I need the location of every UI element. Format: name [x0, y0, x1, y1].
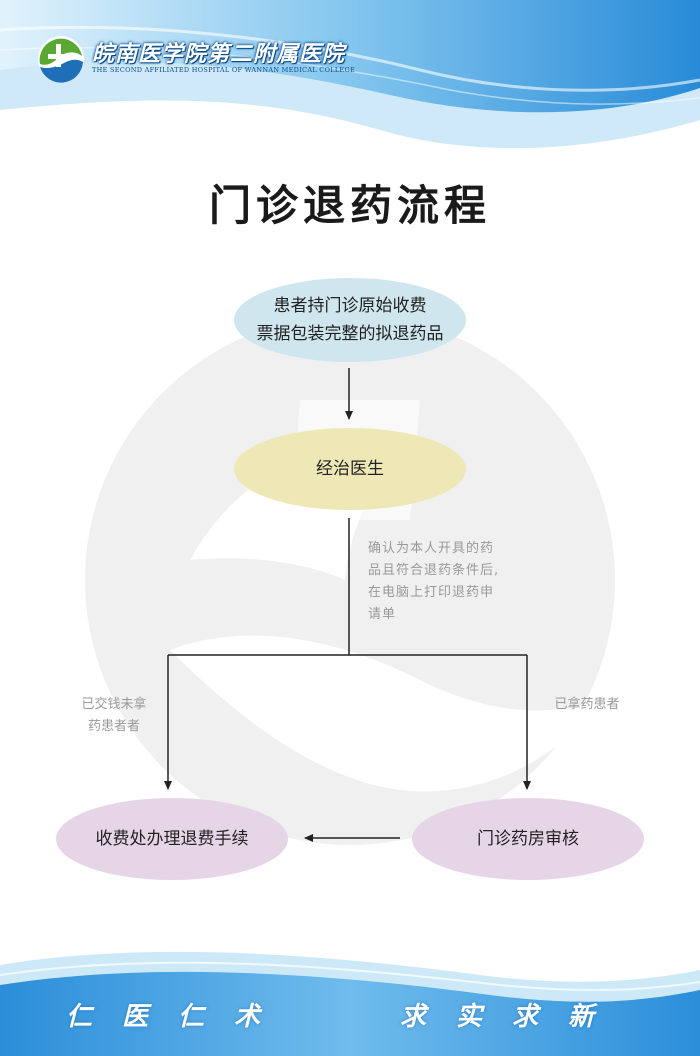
not-taken-note-line: 已交钱未拿: [81, 697, 147, 712]
cashier-node: 收费处办理退费手续: [56, 798, 288, 880]
cashier-node-label: 收费处办理退费手续: [95, 829, 249, 849]
slogan-left: 仁医仁术: [66, 1002, 291, 1032]
start-node: 患者持门诊原始收费 票据包装完整的拟退药品: [234, 278, 466, 362]
confirm-note-line: 确认为本人开具的药: [368, 541, 495, 556]
start-node-line2: 票据包装完整的拟退药品: [256, 324, 444, 344]
confirm-note-line: 在电脑上打印退药申: [368, 585, 495, 600]
not-taken-note: 已交钱未拿 药患者者: [66, 694, 162, 738]
confirm-note: 确认为本人开具的药 品且符合退药条件后, 在电脑上打印退药申 请单: [368, 538, 518, 626]
not-taken-note-line: 药患者者: [87, 719, 140, 734]
bottom-wave-front: [0, 971, 700, 1056]
confirm-note-line: 品且符合退药条件后,: [368, 563, 500, 578]
taken-note: 已拿药患者: [554, 697, 620, 712]
start-node-line1: 患者持门诊原始收费: [273, 296, 427, 316]
doctor-node-label: 经治医生: [316, 459, 384, 479]
top-wave-highlight: [0, 25, 700, 92]
slogan-right: 求实求新: [400, 1002, 625, 1032]
doctor-node: 经治医生: [234, 428, 466, 510]
confirm-note-line: 请单: [368, 607, 397, 622]
hospital-name: 皖南医学院第二附属医院: [92, 41, 346, 67]
hospital-logo-icon: [38, 36, 84, 83]
pharmacy-node: 门诊药房审核: [412, 798, 644, 880]
hospital-name-en: THE SECOND AFFILIATED HOSPITAL OF WANNAN…: [92, 66, 356, 74]
top-wave-front: [0, 0, 700, 113]
pharmacy-node-label: 门诊药房审核: [477, 829, 579, 849]
page-title: 门诊退药流程: [208, 181, 491, 230]
